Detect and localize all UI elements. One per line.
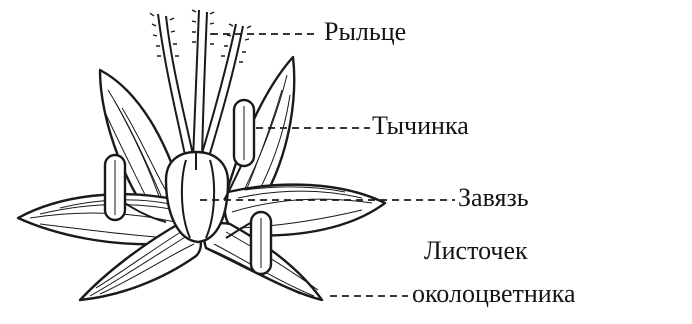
label-perianth-line2: околоцветника (412, 281, 576, 307)
label-stigma: Рыльце (324, 19, 406, 45)
label-stamen: Тычинка (372, 113, 469, 139)
style-branches (158, 10, 243, 160)
label-ovary: Завязь (458, 185, 529, 211)
label-perianth-line1: Листочек (424, 238, 528, 264)
tepal-right (225, 185, 385, 236)
